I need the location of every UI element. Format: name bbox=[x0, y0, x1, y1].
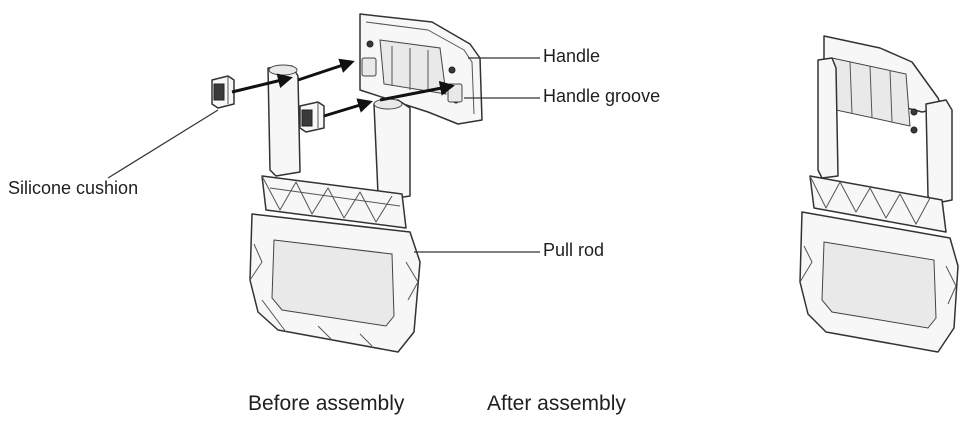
label-silicone-cushion: Silicone cushion bbox=[8, 178, 139, 198]
arrow-cushion-to-rod bbox=[231, 73, 293, 94]
after-assembly-figure bbox=[799, 35, 959, 353]
arrow-rod-to-handle-upper bbox=[297, 58, 355, 82]
caption-after-assembly: After assembly bbox=[487, 392, 626, 415]
leader-silicone-cushion bbox=[107, 109, 219, 179]
label-pull-rod: Pull rod bbox=[543, 240, 605, 260]
silicone-cushion-upper bbox=[211, 75, 235, 109]
arrow-cushion-to-rod-lower bbox=[323, 98, 373, 118]
arrow-rod-to-handle-lower bbox=[379, 80, 455, 102]
label-handle: Handle bbox=[543, 46, 601, 66]
label-handle-groove: Handle groove bbox=[543, 86, 661, 106]
silicone-cushion-lower bbox=[299, 101, 325, 133]
caption-before-assembly: Before assembly bbox=[248, 392, 405, 415]
pull-rod-part bbox=[249, 64, 421, 353]
before-assembly-figure bbox=[107, 13, 540, 353]
